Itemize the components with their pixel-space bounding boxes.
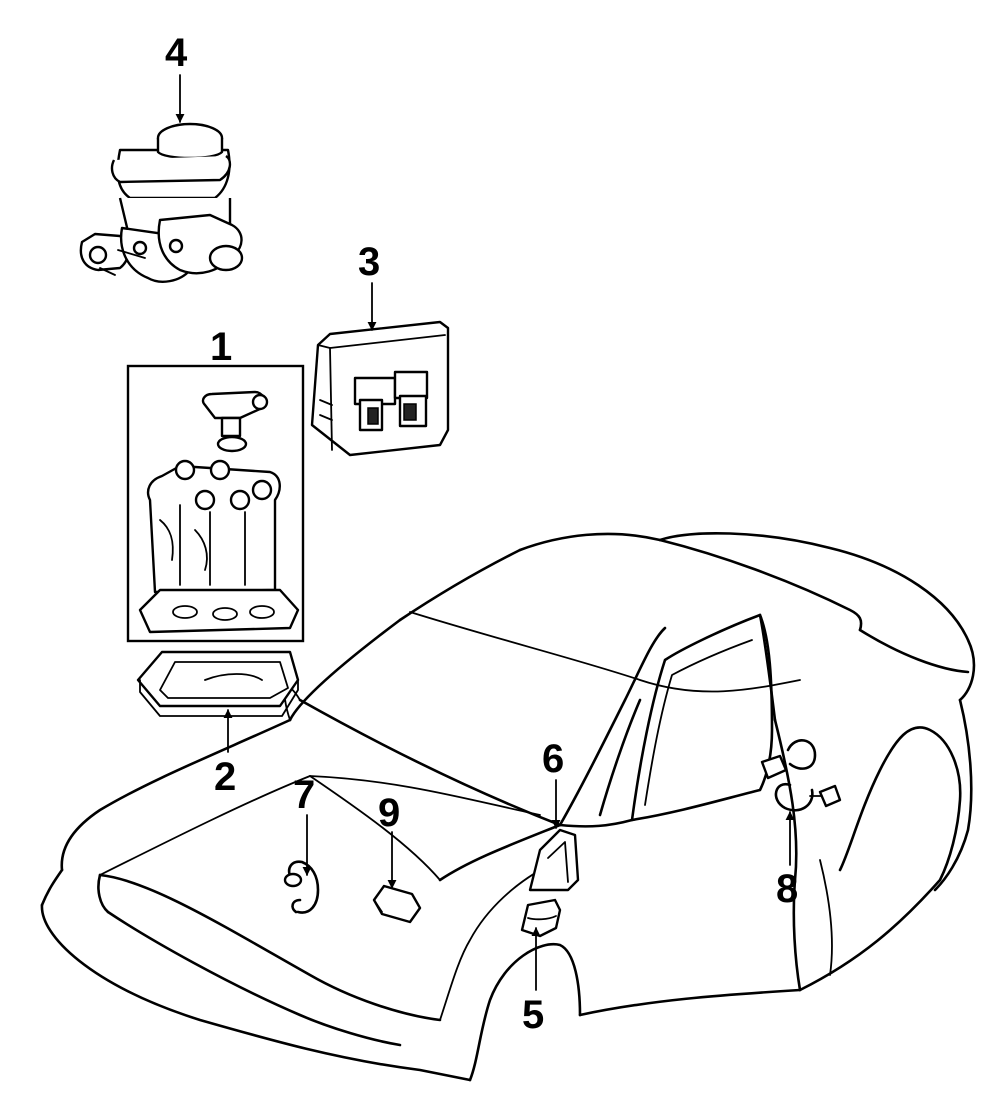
callout-label-1: 1 — [210, 325, 232, 369]
callout-labels: 4 3 1 2 7 9 6 5 8 — [165, 31, 798, 1037]
callout-arrows — [175, 74, 795, 991]
callout-label-6: 6 — [542, 737, 564, 781]
callout-label-3: 3 — [358, 240, 380, 284]
callout-label-5: 5 — [522, 993, 544, 1037]
mounting-bracket-part — [136, 650, 300, 717]
rear-wheel-sensor-part — [760, 739, 842, 812]
car-body-outline — [40, 531, 976, 1082]
hydraulic-modulator-part — [126, 364, 305, 643]
callout-label-7: 7 — [293, 773, 315, 817]
sensor-module-part — [372, 884, 422, 924]
control-module-part — [310, 320, 450, 457]
front-wheel-sensor-part — [528, 828, 580, 892]
front-tone-ring-part — [520, 898, 562, 938]
master-cylinder-part — [79, 122, 244, 283]
callout-label-2: 2 — [214, 755, 236, 799]
wheel-sensor-harness-part — [283, 860, 320, 914]
callout-label-4: 4 — [165, 31, 188, 75]
callout-label-9: 9 — [378, 791, 400, 835]
callout-label-8: 8 — [776, 867, 798, 911]
